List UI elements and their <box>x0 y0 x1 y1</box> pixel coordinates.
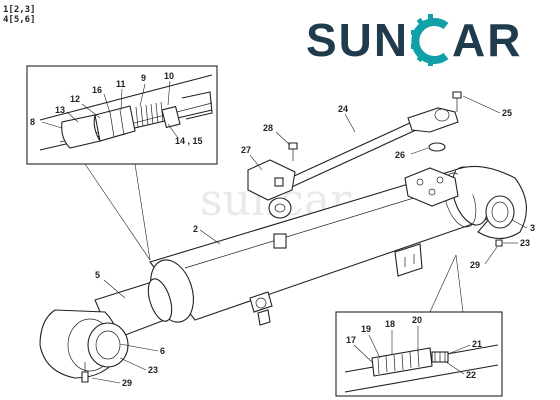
detail-box-head-seals: 17 19 18 20 21 22 <box>335 311 503 397</box>
detail-box-piston-seals: 8 13 12 16 11 9 10 14 , 15 <box>26 65 218 165</box>
callout-10: 10 <box>164 71 174 81</box>
callout-24: 24 <box>338 104 348 114</box>
callout-28: 28 <box>263 123 273 133</box>
callout-23-left: 23 <box>148 365 158 375</box>
suncar-logo: SUN AR <box>306 14 522 66</box>
callout-6: 6 <box>160 346 165 356</box>
callout-21: 21 <box>472 339 482 349</box>
callout-26: 26 <box>395 150 405 160</box>
callout-12: 12 <box>70 94 80 104</box>
callout-8: 8 <box>30 117 35 127</box>
callout-2: 2 <box>193 224 198 234</box>
callout-18: 18 <box>385 319 395 329</box>
callout-14-15: 14 , 15 <box>175 136 203 146</box>
cylinder-assembly <box>39 91 527 383</box>
callout-9: 9 <box>141 73 146 83</box>
callout-5: 5 <box>95 270 100 280</box>
logo-text-sun: SUN <box>306 14 409 66</box>
callout-17: 17 <box>346 335 356 345</box>
callout-11: 11 <box>116 79 126 89</box>
callout-3: 3 <box>530 223 535 233</box>
callout-23-right: 23 <box>520 238 530 248</box>
callout-27: 27 <box>241 145 251 155</box>
logo-text-ar: AR <box>452 14 522 66</box>
callout-19: 19 <box>361 324 371 334</box>
callout-13: 13 <box>55 105 65 115</box>
callout-22: 22 <box>466 370 476 380</box>
figure-ref-line1: 1[2,3] <box>3 5 36 15</box>
callout-29-left: 29 <box>122 378 132 388</box>
callout-25: 25 <box>502 108 512 118</box>
callout-20: 20 <box>412 315 422 325</box>
callout-16: 16 <box>92 85 102 95</box>
logo-c-gear-icon <box>411 14 449 66</box>
callout-29-right: 29 <box>470 260 480 270</box>
figure-ref-line2: 4[5,6] <box>3 15 36 25</box>
